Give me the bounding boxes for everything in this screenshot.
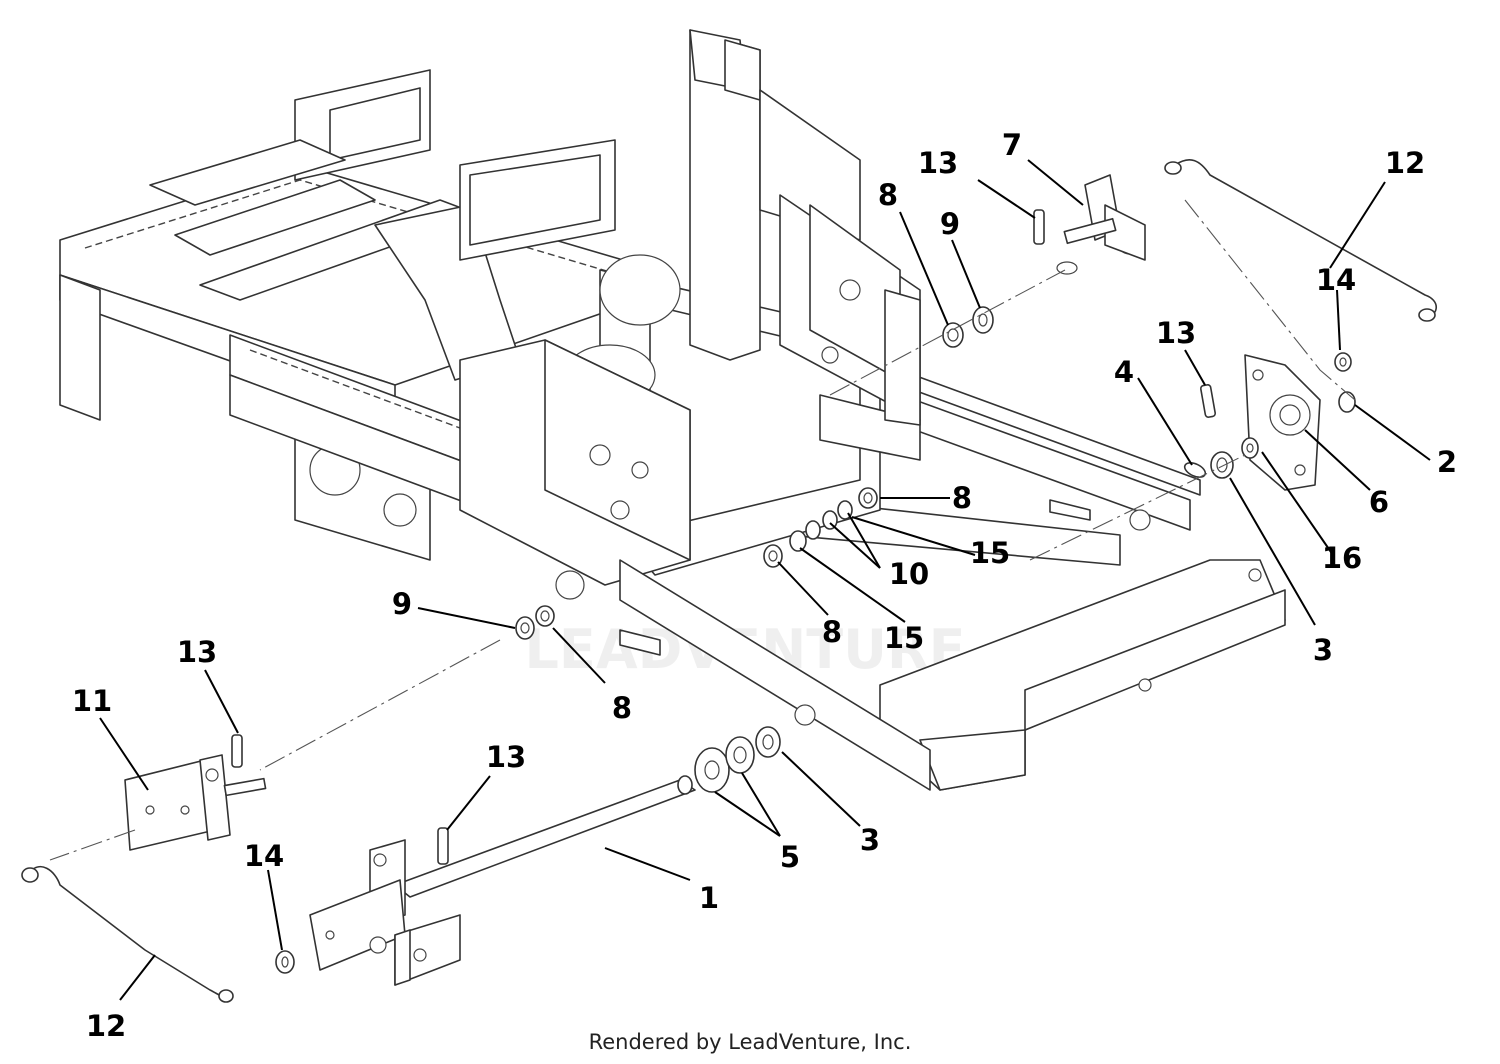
washer-14-low [275, 950, 295, 974]
render-credit: Rendered by LeadVenture, Inc. [588, 1030, 912, 1054]
callout-13-mid: 13 [1156, 316, 1196, 350]
bushing-8-left [535, 605, 555, 627]
callout-13-left: 13 [177, 635, 217, 669]
callout-13-low: 13 [486, 740, 526, 774]
washer-14-top [1334, 352, 1352, 372]
callout-13-top: 13 [918, 146, 958, 180]
callout-10: 10 [889, 557, 929, 591]
pin-13-low [437, 827, 449, 865]
callout-15-top: 15 [970, 536, 1010, 570]
washers-15-10 [789, 500, 853, 552]
bracket-6 [1244, 354, 1321, 491]
callout-14-low: 14 [244, 839, 284, 873]
callout-14-top: 14 [1316, 263, 1356, 297]
shaft-assembly-1 [309, 775, 696, 986]
callout-12-top: 12 [1385, 146, 1425, 180]
bushing-8-top [942, 322, 964, 348]
callout-15-low: 15 [884, 621, 924, 655]
callout-2: 2 [1437, 445, 1457, 479]
ring-2 [1338, 391, 1356, 413]
callout-7: 7 [1002, 128, 1022, 162]
callout-12-low: 12 [86, 1009, 126, 1043]
callout-5: 5 [780, 840, 800, 874]
callout-1: 1 [699, 881, 719, 915]
link-rod-12-low [21, 866, 234, 1003]
bushing-8-mid [858, 487, 878, 509]
bushing-3-low [755, 726, 781, 758]
pin-13-top [1033, 209, 1045, 245]
pin-13-mid [1199, 384, 1217, 418]
callout-4: 4 [1114, 355, 1134, 389]
callout-labels: 13 7 12 8 9 14 13 4 2 6 8 15 10 16 8 15 … [72, 128, 1457, 1043]
callout-9-top: 9 [940, 207, 960, 241]
washer-9-top [972, 306, 994, 334]
callout-9-left: 9 [392, 587, 412, 621]
callout-3-low: 3 [860, 823, 880, 857]
callout-3-right: 3 [1313, 633, 1333, 667]
washers-5 [694, 736, 755, 793]
callout-8-top: 8 [878, 178, 898, 212]
callout-leaders [99, 159, 1431, 1001]
pin-13-left [231, 734, 243, 768]
pivot-arm-right-7 [1056, 174, 1146, 275]
callout-16: 16 [1322, 541, 1362, 575]
washer-9-left [515, 616, 535, 640]
callout-8-center: 8 [822, 615, 842, 649]
link-rod-12-top [1164, 159, 1438, 322]
mower-frame [59, 29, 1286, 791]
callout-6: 6 [1369, 485, 1389, 519]
bushing-3-right [1210, 451, 1234, 479]
callout-8-mid: 8 [952, 481, 972, 515]
callout-8-left: 8 [612, 691, 632, 725]
bushing-8-center [763, 544, 783, 568]
callout-11: 11 [72, 684, 112, 718]
washer-16 [1241, 437, 1259, 459]
pivot-arm-left-11 [124, 754, 267, 851]
